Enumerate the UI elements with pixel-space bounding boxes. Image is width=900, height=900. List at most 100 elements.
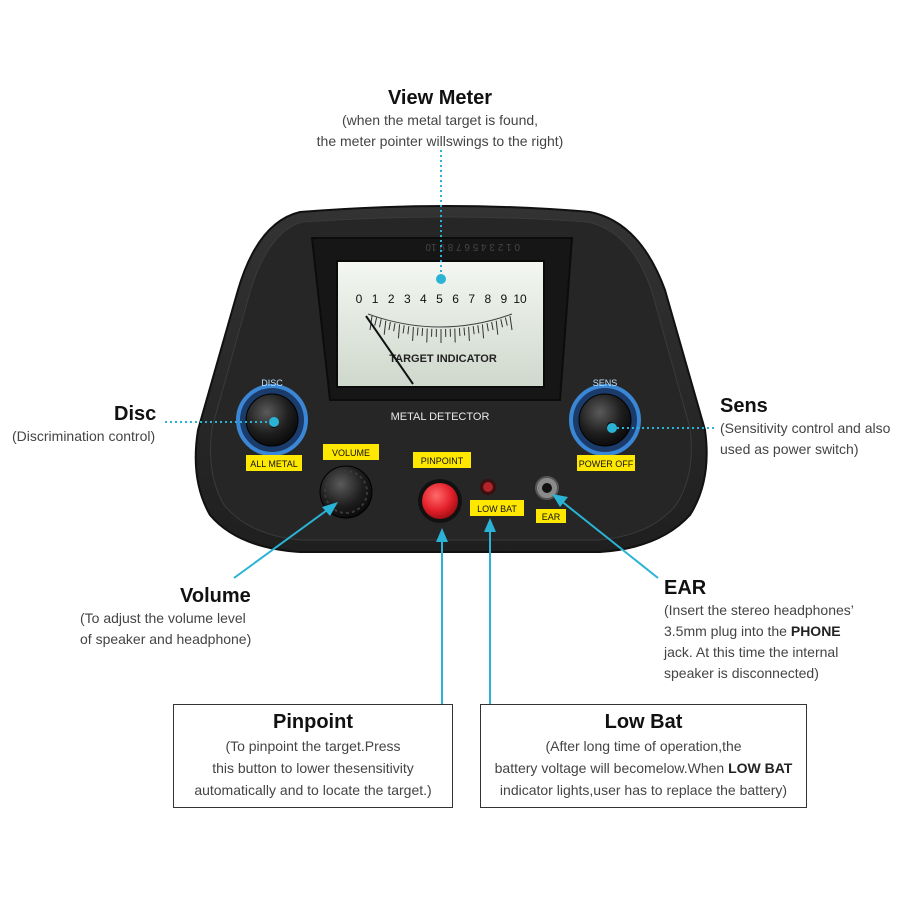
sens-desc-2: used as power switch) <box>720 441 859 457</box>
view-meter-marker <box>436 274 446 284</box>
disc-desc: (Discrimination control) <box>12 428 156 444</box>
ear-desc-2: 3.5mm plug into the PHONE <box>664 621 894 642</box>
volume-desc-2: of speaker and headphone) <box>80 631 252 647</box>
meter-scale-number: 6 <box>452 292 459 306</box>
meter-scale-number: 7 <box>468 292 475 306</box>
ear-desc-2-text: 3.5mm plug into the <box>664 623 791 639</box>
pinpoint-desc-1: (To pinpoint the target.Press <box>225 738 401 754</box>
meter-tick <box>463 327 466 336</box>
low-bat-tag: LOW BAT <box>470 500 524 516</box>
meter-tick <box>504 317 508 326</box>
meter-tick <box>393 323 396 332</box>
meter-arc <box>367 313 513 328</box>
ear-arrowhead <box>552 494 568 507</box>
pinpoint-callout-box: Pinpoint (To pinpoint the target.Press t… <box>173 704 453 808</box>
sens-knob-label: SENS <box>593 378 618 388</box>
meter-scale-number: 5 <box>436 292 443 306</box>
low-bat-desc-2-text: battery voltage will becomelow.When <box>494 760 729 776</box>
sens-title: Sens <box>720 395 768 417</box>
pinpoint-button[interactable] <box>418 479 462 523</box>
low-bat-desc-1: (After long time of operation,the <box>545 738 742 754</box>
pinpoint-desc-3: automatically and to locate the target.) <box>194 782 432 798</box>
ear-desc-2-bold: PHONE <box>790 623 841 639</box>
pinpoint-desc-2: this button to lower thesensitivity <box>212 760 414 776</box>
power-off-tag: POWER OFF <box>577 455 635 471</box>
meter-tick <box>486 323 489 332</box>
ear-tag: EAR <box>536 509 566 523</box>
all-metal-tag: ALL METAL <box>246 455 302 471</box>
meter-tick <box>472 326 475 335</box>
pinpoint-title: Pinpoint <box>273 711 353 733</box>
ear-title: EAR <box>664 577 707 599</box>
low-bat-arrowhead <box>484 518 496 532</box>
disc-label: Disc (Discrimination control) <box>12 402 192 447</box>
sens-knob[interactable] <box>569 384 641 456</box>
volume-arrowhead <box>322 502 338 516</box>
ear-connector <box>559 499 659 579</box>
svg-text:ALL METAL: ALL METAL <box>250 459 298 469</box>
meter-tick <box>481 324 485 339</box>
ear-desc-4: speaker is disconnected) <box>664 665 819 681</box>
meter-tick <box>412 326 414 341</box>
meter-tick <box>402 325 405 334</box>
meter-scale-number: 3 <box>404 292 411 306</box>
meter-scale-number: 2 <box>388 292 395 306</box>
pinpoint-arrowhead <box>436 528 448 542</box>
low-bat-desc-2-bold: LOW BAT <box>728 760 793 776</box>
view-meter-label: View Meter (when the metal target is fou… <box>250 86 630 152</box>
meter-tick <box>495 320 499 335</box>
ear-jack[interactable] <box>535 476 559 500</box>
svg-text:VOLUME: VOLUME <box>332 448 370 458</box>
disc-marker <box>269 417 279 427</box>
volume-title: Volume <box>180 585 251 607</box>
disc-title: Disc <box>114 403 157 425</box>
meter-tick <box>468 326 470 341</box>
meter-tick <box>500 319 504 328</box>
svg-text:LOW BAT: LOW BAT <box>477 504 517 514</box>
meter-tick <box>416 327 419 336</box>
meter-tick <box>491 321 494 331</box>
ear-desc-1: (Insert the stereo headphones’ <box>664 602 854 618</box>
meter-tick <box>374 317 378 326</box>
meter-tick <box>421 328 424 337</box>
meter-scale-number: 10 <box>513 292 527 306</box>
volume-label: Volume (To adjust the volume level of sp… <box>80 584 300 650</box>
view-meter-desc-1: (when the metal target is found, <box>341 112 539 128</box>
volume-connector <box>233 507 331 579</box>
volume-desc-1: (To adjust the volume level <box>80 610 246 626</box>
ear-desc-3: jack. At this time the internal <box>664 644 839 660</box>
meter-tick <box>383 320 387 335</box>
svg-text:0 1 2 3 4 5 6 7 8 9 10: 0 1 2 3 4 5 6 7 8 9 10 <box>425 241 520 252</box>
meter-tick <box>458 328 461 337</box>
low-bat-led <box>480 479 496 495</box>
disc-knob-label: DISC <box>261 378 283 388</box>
meter-caption: TARGET INDICATOR <box>389 353 497 365</box>
sens-marker <box>607 423 617 433</box>
meter-scale-number: 1 <box>372 292 379 306</box>
panel-title: METAL DETECTOR <box>391 411 490 423</box>
meter-tick <box>378 319 382 328</box>
meter-scale-number: 0 <box>356 292 363 306</box>
meter-tick <box>477 325 480 334</box>
low-bat-callout-box: Low Bat (After long time of operation,th… <box>480 704 807 808</box>
svg-text:PINPOINT: PINPOINT <box>421 456 464 466</box>
svg-text:POWER OFF: POWER OFF <box>579 459 634 469</box>
meter-scale-number: 9 <box>501 292 508 306</box>
meter-tick <box>509 315 513 331</box>
ear-label: EAR (Insert the stereo headphones’ 3.5mm… <box>664 576 894 684</box>
volume-tag: VOLUME <box>323 444 379 460</box>
callout-lines <box>165 150 716 704</box>
meter-tick <box>407 326 410 335</box>
meter-scale-number: 8 <box>484 292 491 306</box>
meter-scale-number: 4 <box>420 292 427 306</box>
meter-ticks <box>369 315 513 343</box>
meter-tick <box>397 324 401 339</box>
pinpoint-tag: PINPOINT <box>413 452 471 468</box>
meter-tick <box>388 321 391 331</box>
view-meter-desc-2: the meter pointer willswings to the righ… <box>316 133 564 149</box>
low-bat-desc-2: battery voltage will becomelow.When LOW … <box>481 757 806 779</box>
sens-desc-1: (Sensitivity control and also <box>720 420 891 436</box>
svg-text:EAR: EAR <box>542 512 561 522</box>
